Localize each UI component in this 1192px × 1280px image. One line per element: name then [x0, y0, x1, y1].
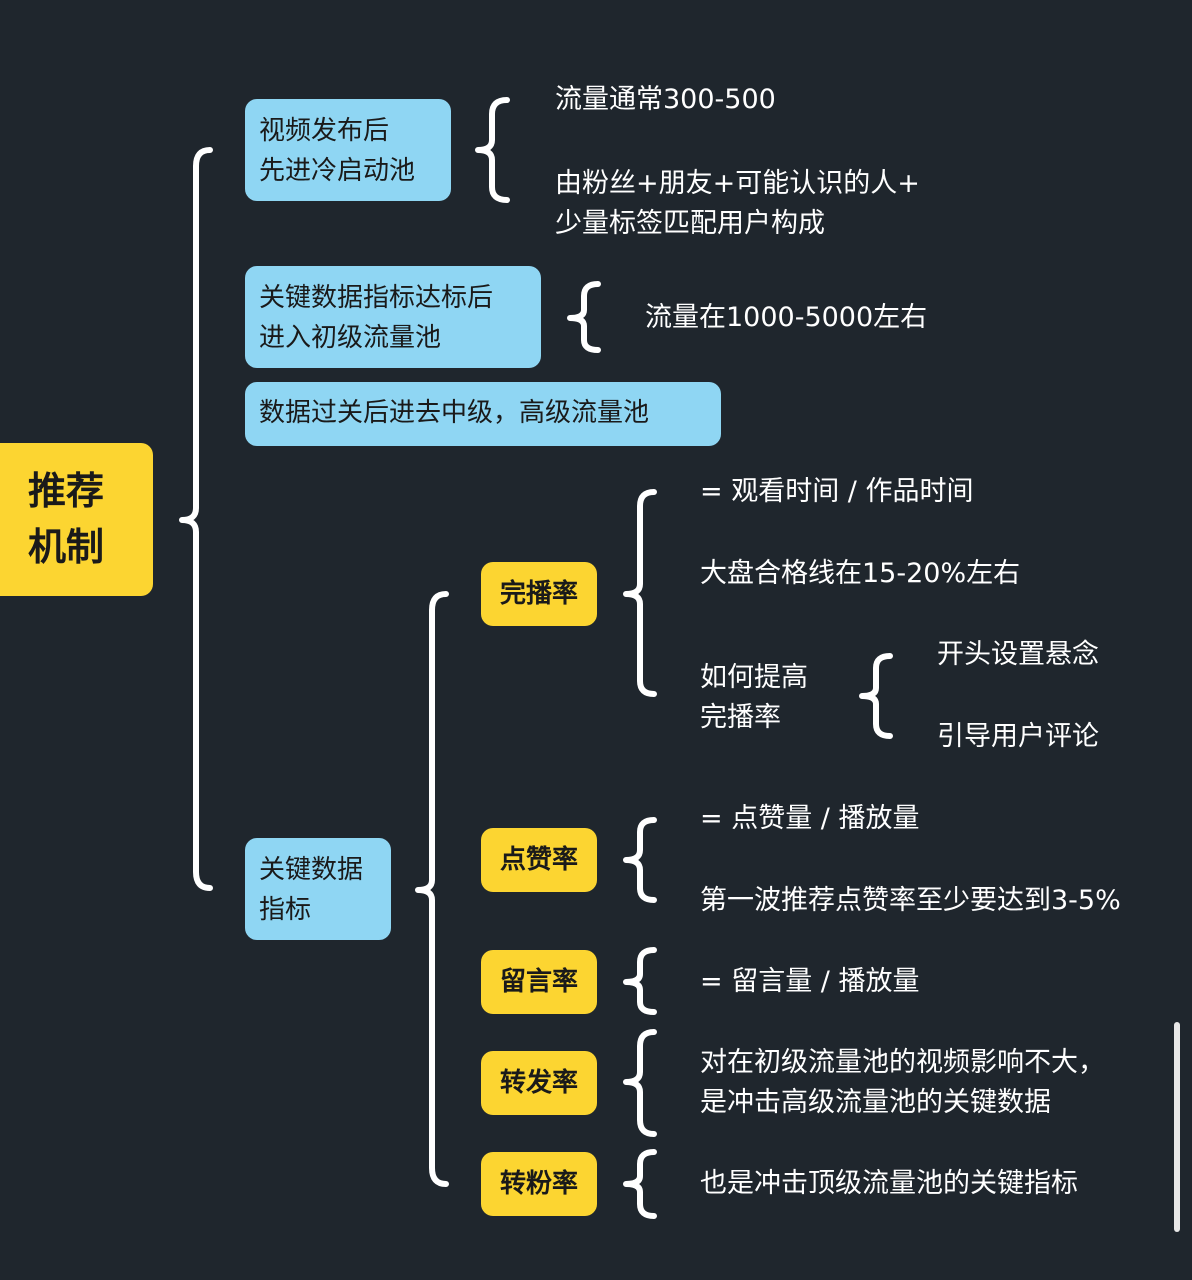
brace-completion	[623, 489, 657, 697]
comment-formula: = 留言量 / 播放量	[700, 966, 920, 997]
brace-root	[179, 147, 213, 891]
scrollbar[interactable]	[1174, 1022, 1180, 1232]
brace-comment	[623, 947, 657, 1015]
cold-start-traffic: 流量通常300-500	[555, 84, 776, 115]
brace-metrics	[415, 591, 449, 1187]
share-note: 对在初级流量池的视频影响不大， 是冲击高级流量池的关键数据	[700, 1047, 1105, 1118]
brace-like	[623, 817, 657, 903]
node-key-metrics: 关键数据 指标	[245, 838, 391, 940]
node-advanced-pool: 数据过关后进去中级，高级流量池	[245, 382, 721, 446]
node-cold-start: 视频发布后 先进冷启动池	[245, 99, 451, 201]
primary-pool-traffic: 流量在1000-5000左右	[645, 302, 928, 333]
completion-benchmark: 大盘合格线在15-20%左右	[700, 558, 1021, 589]
like-target: 第一波推荐点赞率至少要达到3-5%	[700, 885, 1121, 916]
follow-note: 也是冲击顶级流量池的关键指标	[700, 1168, 1078, 1199]
metric-comment-rate: 留言率	[481, 950, 597, 1014]
brace-primary-pool	[567, 281, 601, 353]
completion-formula: = 观看时间 / 作品时间	[700, 476, 974, 507]
metric-share-rate: 转发率	[481, 1051, 597, 1115]
metric-completion-rate: 完播率	[481, 562, 597, 626]
completion-how-to: 如何提高 完播率	[700, 662, 808, 733]
metric-like-rate: 点赞率	[481, 828, 597, 892]
completion-tip-2: 引导用户评论	[937, 721, 1099, 752]
metric-follow-rate: 转粉率	[481, 1152, 597, 1216]
brace-share	[623, 1029, 657, 1137]
root-node-recommendation-mechanism: 推荐 机制	[0, 443, 153, 596]
brace-follow	[623, 1149, 657, 1219]
cold-start-audience: 由粉丝+朋友+可能认识的人+ 少量标签匹配用户构成	[555, 168, 920, 239]
completion-tip-1: 开头设置悬念	[937, 639, 1099, 670]
node-primary-pool: 关键数据指标达标后 进入初级流量池	[245, 266, 541, 368]
brace-cold-start	[475, 97, 510, 203]
like-formula: = 点赞量 / 播放量	[700, 803, 920, 834]
brace-how-to	[859, 653, 893, 739]
